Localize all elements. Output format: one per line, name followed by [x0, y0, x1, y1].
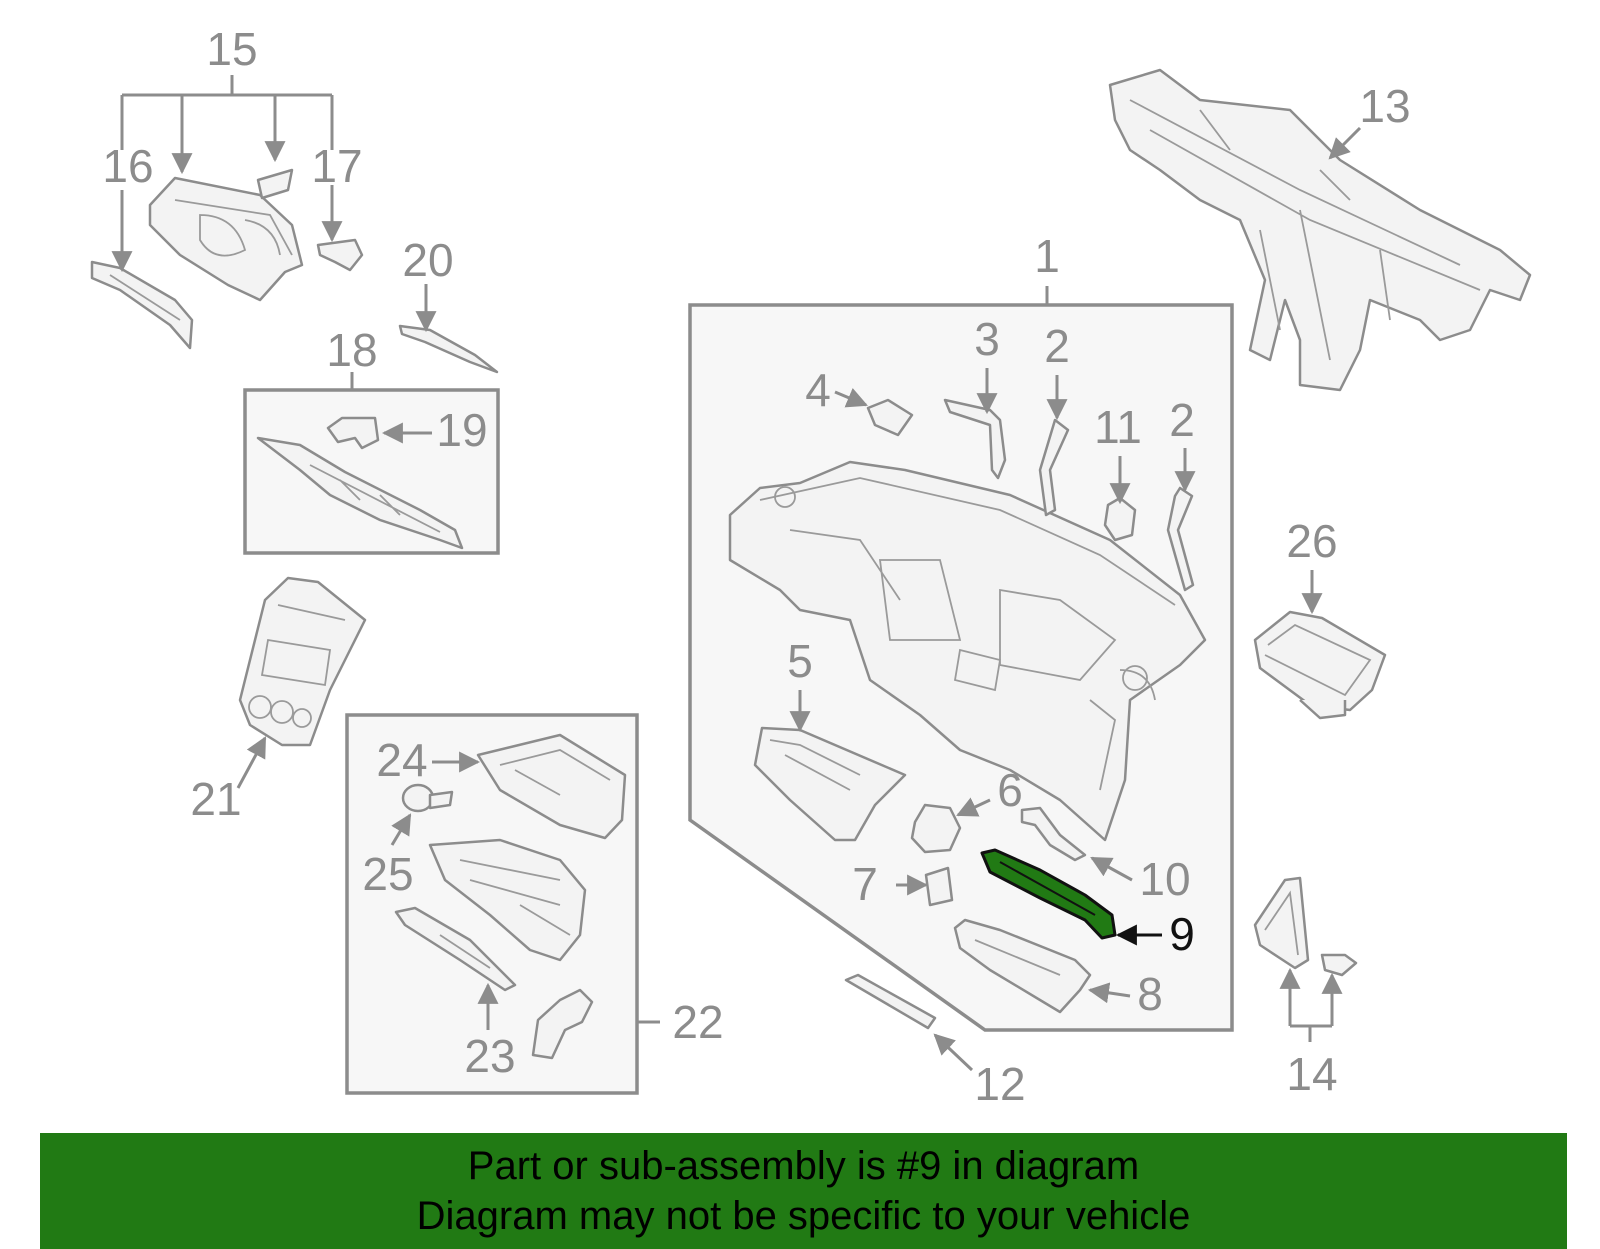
callout-6: 6	[997, 764, 1023, 816]
callout-1: 1	[1034, 230, 1060, 282]
callout-12: 12	[974, 1058, 1025, 1110]
callout-19: 19	[436, 404, 487, 456]
callout-17: 17	[311, 140, 362, 192]
callout-3: 3	[974, 313, 1000, 365]
assembly-18-box	[243, 372, 500, 555]
part-4-clip	[866, 398, 914, 437]
part-1-dash-panel	[728, 460, 1207, 842]
callout-2a: 2	[1044, 320, 1070, 372]
callout-5: 5	[787, 635, 813, 687]
parts-diagram: 15 16 17 13 20 18 19 1 3 2 4 11 2 26 5 2…	[90, 23, 1532, 1110]
part-22-damper	[531, 988, 594, 1060]
part-26-airbag-door	[1253, 610, 1387, 720]
part-25-lock	[401, 783, 454, 813]
assembly-14-bracket	[1279, 967, 1343, 1042]
callout-26: 26	[1286, 515, 1337, 567]
callout-10: 10	[1139, 853, 1190, 905]
part-14-clip	[1320, 953, 1358, 977]
callout-24: 24	[376, 734, 427, 786]
part-19-bracket	[326, 416, 380, 450]
part-23-trim	[394, 906, 517, 992]
part-13-dash-frame	[1108, 68, 1532, 392]
callout-7: 7	[852, 858, 878, 910]
assembly-15-bracket	[120, 75, 334, 175]
info-banner: Part or sub-assembly is #9 in diagram Di…	[40, 1133, 1567, 1249]
callout-20: 20	[402, 234, 453, 286]
part-12-strip	[844, 973, 937, 1030]
part-16-panel	[90, 260, 194, 350]
part-14-side-trim	[1253, 876, 1310, 970]
callout-2b: 2	[1169, 394, 1195, 446]
part-7-clip	[924, 866, 954, 907]
callout-9: 9	[1169, 908, 1195, 960]
callout-13: 13	[1359, 80, 1410, 132]
callout-11: 11	[1094, 401, 1142, 453]
part-24-glovebox-lid	[476, 733, 627, 840]
callout-21: 21	[190, 773, 241, 825]
callout-16: 16	[102, 140, 153, 192]
part-9-bracket-highlighted	[980, 848, 1117, 940]
callout-23: 23	[464, 1030, 515, 1082]
callout-15: 15	[206, 23, 257, 75]
part-18-trim-panel	[256, 436, 464, 550]
callout-4: 4	[805, 364, 831, 416]
part-2-bracket-left	[1038, 418, 1070, 517]
part-8-panel	[953, 918, 1092, 1014]
leader-arrows	[111, 126, 1362, 1072]
part-5-lower-panel	[753, 726, 907, 842]
callout-18: 18	[326, 324, 377, 376]
part-10-duct	[1020, 806, 1087, 862]
callout-labels: 15 16 17 13 20 18 19 1 3 2 4 11 2 26 5 2…	[102, 23, 1410, 1110]
part-15-clip	[256, 168, 294, 200]
banner-line-1: Part or sub-assembly is #9 in diagram	[467, 1144, 1140, 1188]
callout-22: 22	[672, 996, 723, 1048]
part-17-bracket	[316, 238, 364, 272]
part-20-trim	[398, 324, 499, 374]
callout-25: 25	[362, 848, 413, 900]
part-15-cluster-housing	[148, 176, 304, 302]
part-2-bracket-right	[1166, 486, 1195, 592]
part-21-center-bezel	[238, 576, 367, 747]
part-6-duct	[910, 803, 962, 854]
banner-line-2: Diagram may not be specific to your vehi…	[416, 1194, 1191, 1238]
callout-8: 8	[1137, 968, 1163, 1020]
part-22-glovebox	[428, 838, 587, 962]
callout-14: 14	[1286, 1048, 1337, 1100]
